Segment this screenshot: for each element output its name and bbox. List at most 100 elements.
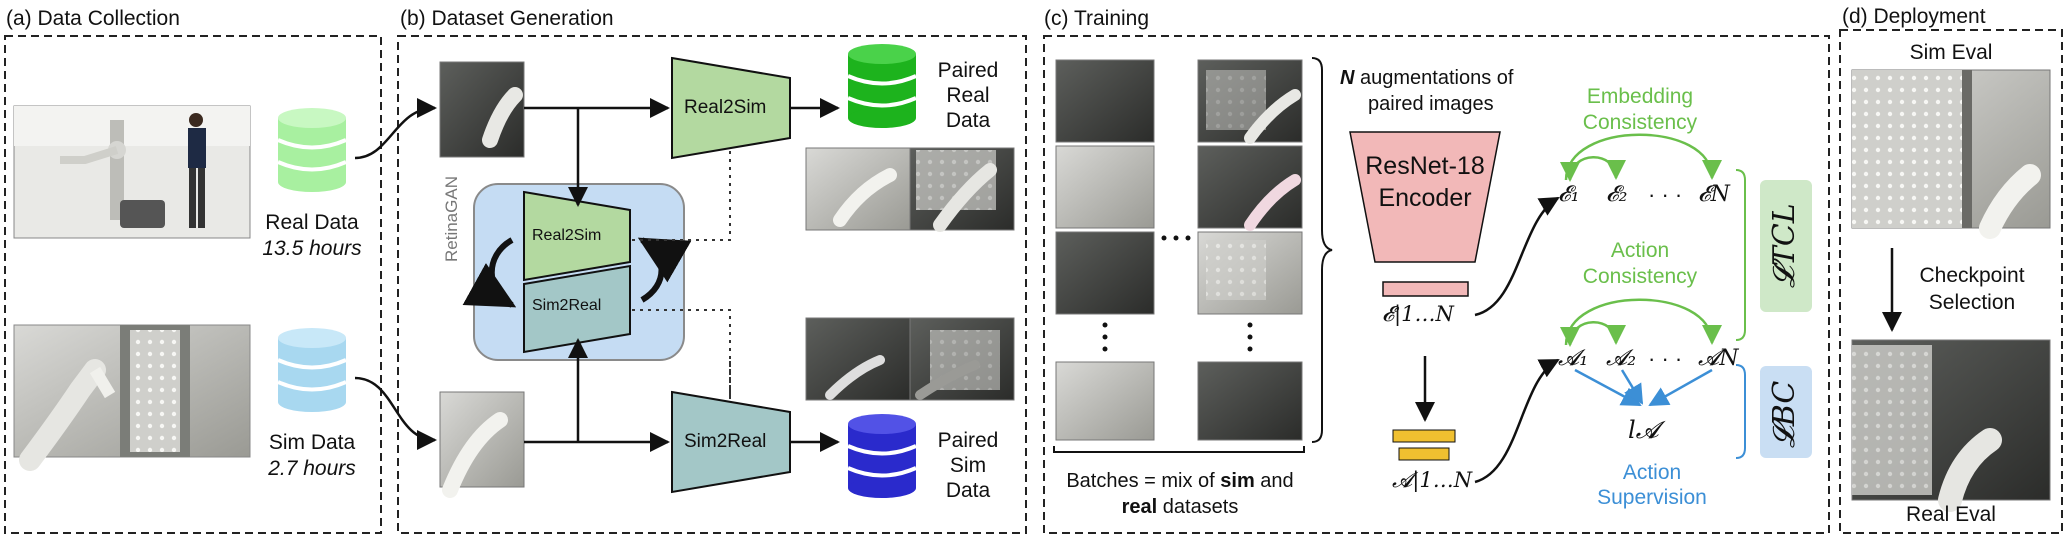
panel-c-title: (c) Training bbox=[1044, 7, 1150, 30]
paired-sim-label: Paired Sim Data bbox=[926, 428, 1010, 503]
sim-eval-label: Sim Eval bbox=[1909, 41, 1993, 64]
paired-sim-line3: Data bbox=[945, 479, 991, 502]
real-robot-photo bbox=[13, 105, 251, 239]
arrow-real-to-b bbox=[354, 98, 437, 160]
en-symbol: 𝓔N bbox=[1698, 182, 1730, 207]
batches-real: real bbox=[1121, 496, 1158, 518]
batch-image-grid bbox=[1055, 59, 1303, 441]
encoder-line2: Encoder bbox=[1378, 184, 1472, 212]
sim-data-label: Sim Data bbox=[268, 431, 356, 454]
act-sup-line2: Supervision bbox=[1597, 486, 1707, 509]
paired-sim-line2: Sim bbox=[949, 454, 987, 477]
batches-caption: Batches = mix of sim and real datasets bbox=[1050, 468, 1310, 520]
paired-real-line2: Real bbox=[946, 84, 990, 107]
dotted-real2sim-link bbox=[632, 150, 731, 241]
dotted-sim2real-link bbox=[632, 309, 731, 400]
sup-arrow-2 bbox=[1620, 369, 1644, 405]
real2sim-generator-shape bbox=[671, 56, 791, 160]
batches-post: datasets bbox=[1157, 496, 1239, 518]
action-bar-2 bbox=[1398, 447, 1450, 461]
embedding-bar bbox=[1382, 281, 1469, 297]
panel-a-frame bbox=[4, 35, 382, 534]
retinagan-real2sim-shape bbox=[523, 190, 631, 282]
arrow-embedding-to-e-chain bbox=[1474, 196, 1560, 317]
grid-ellipsis bbox=[1102, 235, 1253, 352]
a2-symbol: 𝓐₂ bbox=[1606, 346, 1637, 371]
act-arc-long bbox=[1564, 298, 1722, 346]
action-bar-1 bbox=[1392, 429, 1456, 443]
cycle-arrow-left bbox=[462, 237, 517, 308]
action-supervision-label: Action Supervision bbox=[1582, 460, 1722, 510]
a1-symbol: 𝓐₁ bbox=[1558, 346, 1589, 371]
checkpoint-line1: Checkpoint bbox=[1919, 264, 2025, 287]
bc-label-box bbox=[1760, 366, 1812, 458]
paired-real-label: Paired Real Data bbox=[926, 58, 1010, 133]
checkpoint-selection-label: Checkpoint Selection bbox=[1902, 262, 2042, 316]
aug-n: N bbox=[1340, 67, 1355, 89]
an-symbol: 𝓐N bbox=[1698, 346, 1739, 371]
act-arc-short bbox=[1560, 321, 1626, 347]
sim2real-generator-shape bbox=[671, 390, 791, 494]
bc-loss-label: 𝓛BC bbox=[1767, 380, 1802, 448]
real-data-hours: 13.5 hours bbox=[262, 237, 362, 260]
embedding-consistency-label: Embedding Consistency bbox=[1560, 84, 1720, 136]
paired-real-line3: Data bbox=[945, 109, 991, 132]
paired-sim-images bbox=[805, 317, 1015, 401]
sup-arrow-n bbox=[1648, 368, 1713, 407]
embedding-output-label: 𝓔|1…N bbox=[1382, 302, 1454, 326]
paired-real-database-icon bbox=[847, 44, 917, 128]
panel-b-title: (b) Dataset Generation bbox=[400, 7, 614, 30]
e2-symbol: 𝓔₂ bbox=[1606, 182, 1628, 207]
checkpoint-line2: Selection bbox=[1928, 291, 2016, 314]
batch-bracket-bottom bbox=[1053, 446, 1305, 453]
aug-rest: augmentations of bbox=[1354, 67, 1514, 89]
real-input-image bbox=[439, 61, 525, 158]
panel-d-frame bbox=[1839, 29, 2063, 534]
tcl-bracket bbox=[1735, 169, 1746, 341]
gan-real2sim-label: Real2Sim bbox=[532, 227, 602, 244]
a-dots: · · · bbox=[1648, 346, 1683, 371]
emb-cons-line2: Consistency bbox=[1582, 111, 1698, 134]
batches-sim: sim bbox=[1220, 470, 1255, 492]
resnet-encoder-shape bbox=[1349, 131, 1501, 263]
paired-sim-database-icon bbox=[847, 414, 917, 498]
panel-c-frame-visible bbox=[1043, 35, 1830, 534]
batch-brace-right bbox=[1311, 57, 1333, 443]
sim2real-label: Sim2Real bbox=[684, 431, 767, 452]
panel-d-title: (d) Deployment bbox=[1842, 5, 1986, 28]
action-consistency-label: Action Consistency bbox=[1560, 238, 1720, 290]
batches-pre: Batches = mix of bbox=[1066, 470, 1221, 492]
action-output-label: 𝓐|1…N bbox=[1392, 468, 1473, 492]
real-data-label: Real Data bbox=[265, 211, 359, 234]
emb-arc-short bbox=[1560, 156, 1626, 182]
batches-and: and bbox=[1254, 470, 1294, 492]
sim-eval-photo bbox=[1851, 69, 2051, 239]
emb-arc-long bbox=[1564, 133, 1722, 181]
sup-arrow-1 bbox=[1574, 368, 1642, 407]
arrow-action-to-a-chain bbox=[1474, 358, 1560, 484]
panel-b-frame bbox=[397, 35, 1027, 534]
gan-sim2real-label: Sim2Real bbox=[532, 297, 602, 314]
sim-robot-photo bbox=[13, 324, 251, 471]
real-eval-photo bbox=[1851, 339, 2051, 512]
sim-input-image bbox=[439, 391, 525, 498]
paired-sim-line1: Paired bbox=[937, 429, 999, 452]
arrow-sim-to-b bbox=[354, 376, 437, 450]
paired-real-images bbox=[805, 147, 1015, 232]
tcl-label-box bbox=[1760, 180, 1812, 312]
sim-data-hours: 2.7 hours bbox=[268, 457, 356, 480]
act-cons-line2: Consistency bbox=[1582, 265, 1698, 288]
real-data-database-icon bbox=[277, 108, 347, 192]
real2sim-label: Real2Sim bbox=[684, 97, 767, 118]
paired-real-line1: Paired bbox=[937, 59, 999, 82]
real-eval-label: Real Eval bbox=[1906, 503, 1996, 526]
cycle-arrow-right bbox=[637, 237, 692, 303]
encoder-line1: ResNet-18 bbox=[1365, 152, 1485, 180]
e1-symbol: 𝓔₁ bbox=[1558, 182, 1580, 207]
action-loss-symbol: l𝓐 bbox=[1628, 416, 1659, 444]
panel-a-title: (a) Data Collection bbox=[6, 7, 180, 30]
retinagan-sim2real-shape bbox=[523, 264, 631, 354]
emb-cons-line1: Embedding bbox=[1586, 85, 1694, 108]
augmentations-line2: paired images bbox=[1368, 93, 1494, 115]
